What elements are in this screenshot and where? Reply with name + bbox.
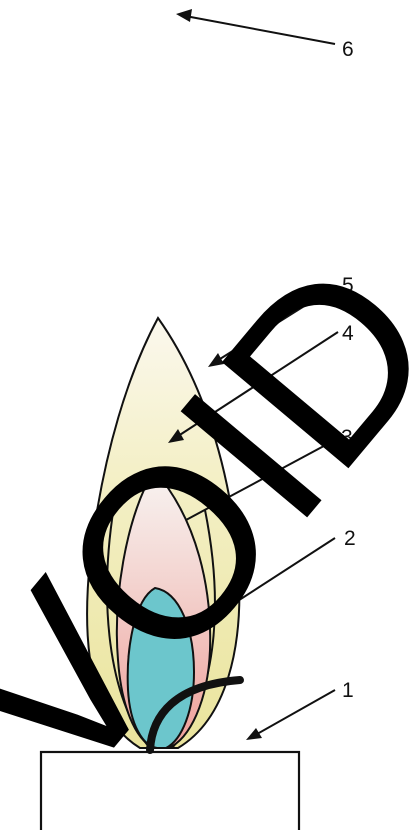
leader-6: [176, 9, 335, 44]
void-watermark: VOID: [0, 211, 419, 830]
label-1: 1: [342, 679, 354, 702]
watermark-text: VOID: [0, 211, 419, 830]
label-6: 6: [342, 38, 354, 61]
leader-1: [246, 690, 335, 740]
